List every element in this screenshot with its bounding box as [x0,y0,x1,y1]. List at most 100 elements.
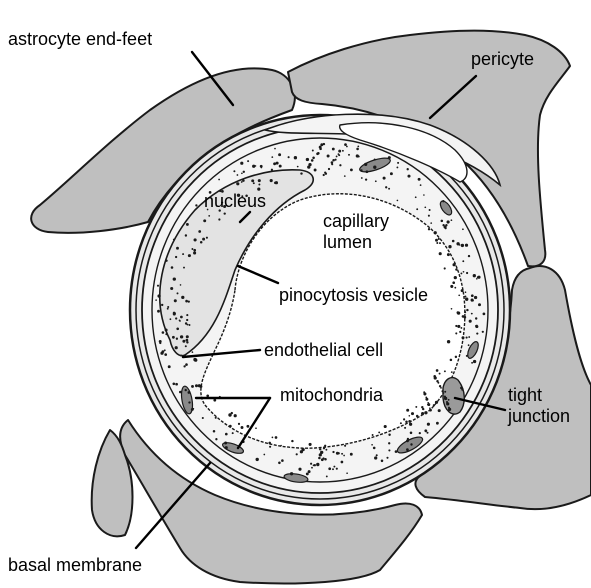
vesicle-dot [269,446,271,448]
vesicle-dot [185,300,188,303]
vesicle-dot [338,150,341,153]
vesicle-dot [435,401,438,404]
label-pericyte: pericyte [471,49,534,69]
vesicle-dot [483,313,486,316]
vesicle-dot [404,427,406,429]
vesicle-dot [386,457,388,459]
vesicle-dot [326,475,328,477]
vesicle-dot [175,383,178,386]
vesicle-dot [312,150,314,152]
vesicle-dot [418,178,421,181]
vesicle-dot [373,166,376,169]
vesicle-dot [195,204,197,206]
vesicle-dot [170,318,172,320]
vesicle-dot [325,449,327,451]
vesicle-dot [461,336,464,339]
vesicle-dot [476,278,478,280]
vesicle-dot [185,322,187,324]
vesicle-dot [182,253,184,255]
vesicle-dot [427,403,430,406]
vesicle-dot [443,392,445,394]
vesicle-dot [229,425,232,428]
vesicle-dot [194,238,197,241]
vesicle-dot [308,163,311,166]
vesicle-dot [319,146,322,149]
vesicle-dot [473,274,476,277]
vesicle-dot [341,461,344,464]
vesicle-dot [424,206,426,208]
vesicle-dot [436,422,439,425]
vesicle-dot [331,161,334,164]
vesicle-dot [300,450,303,453]
vesicle-dot [328,168,330,170]
vesicle-dot [280,445,282,447]
vesicle-dot [342,150,344,152]
vesicle-dot [186,319,188,321]
vesicle-dot [465,244,468,247]
vesicle-dot [186,339,189,342]
vesicle-dot [256,458,259,461]
vesicle-dot [346,472,348,474]
vesicle-dot [193,249,196,252]
vesicle-dot [441,220,444,223]
vesicle-dot [165,333,167,335]
vesicle-dot [444,391,446,393]
vesicle-dot [459,331,461,333]
vesicle-dot [383,177,386,180]
vesicle-dot [332,468,334,470]
vesicle-dot [371,444,373,446]
vesicle-dot [436,242,438,244]
vesicle-dot [450,285,453,288]
vesicle-dot [202,238,205,241]
vesicle-dot [475,325,478,328]
vesicle-dot [405,420,408,423]
vesicle-dot [460,272,462,274]
vesicle-dot [438,409,441,412]
vesicle-dot [218,218,220,220]
vesicle-dot [438,238,440,240]
vesicle-dot [471,313,473,315]
vesicle-dot [344,143,347,146]
vesicle-dot [409,423,412,426]
vesicle-dot [429,209,431,211]
vesicle-dot [200,241,203,244]
vesicle-dot [213,430,216,433]
vesicle-dot [440,387,442,389]
vesicle-dot [395,450,398,453]
vesicle-dot [463,271,465,273]
vesicle-dot [365,178,367,180]
vesicle-dot [173,277,176,280]
vesicle-dot [188,391,191,394]
vesicle-dot [311,467,313,469]
vesicle-dot [182,340,185,343]
vesicle-dot [433,404,435,406]
vesicle-dot [313,464,315,466]
vesicle-dot [173,312,176,315]
vesicle-dot [320,143,323,146]
vesicle-dot [175,256,177,258]
vesicle-dot [464,295,466,297]
vesicle-dot [415,196,417,198]
vesicle-dot [469,320,472,323]
vesicle-dot [356,148,359,151]
vesicle-dot [276,162,279,165]
vesicle-dot [465,298,468,301]
vesicle-dot [428,215,430,217]
vesicle-dot [407,168,409,170]
vesicle-dot [423,194,425,196]
label-tight-junction-line1: tight [508,385,570,406]
vesicle-dot [477,276,479,278]
vesicle-dot [316,463,319,466]
vesicle-dot [228,413,231,416]
vesicle-dot [237,174,239,176]
vesicle-dot [406,409,409,412]
vesicle-dot [288,156,290,158]
vesicle-dot [451,371,453,373]
label-tight-junction: tight junction [508,385,570,427]
vesicle-dot [274,148,276,150]
vesicle-dot [451,219,453,221]
vesicle-dot [437,382,439,384]
vesicle-dot [161,304,163,306]
vesicle-dot [294,156,297,159]
label-capillary-lumen: capillary lumen [323,211,389,253]
